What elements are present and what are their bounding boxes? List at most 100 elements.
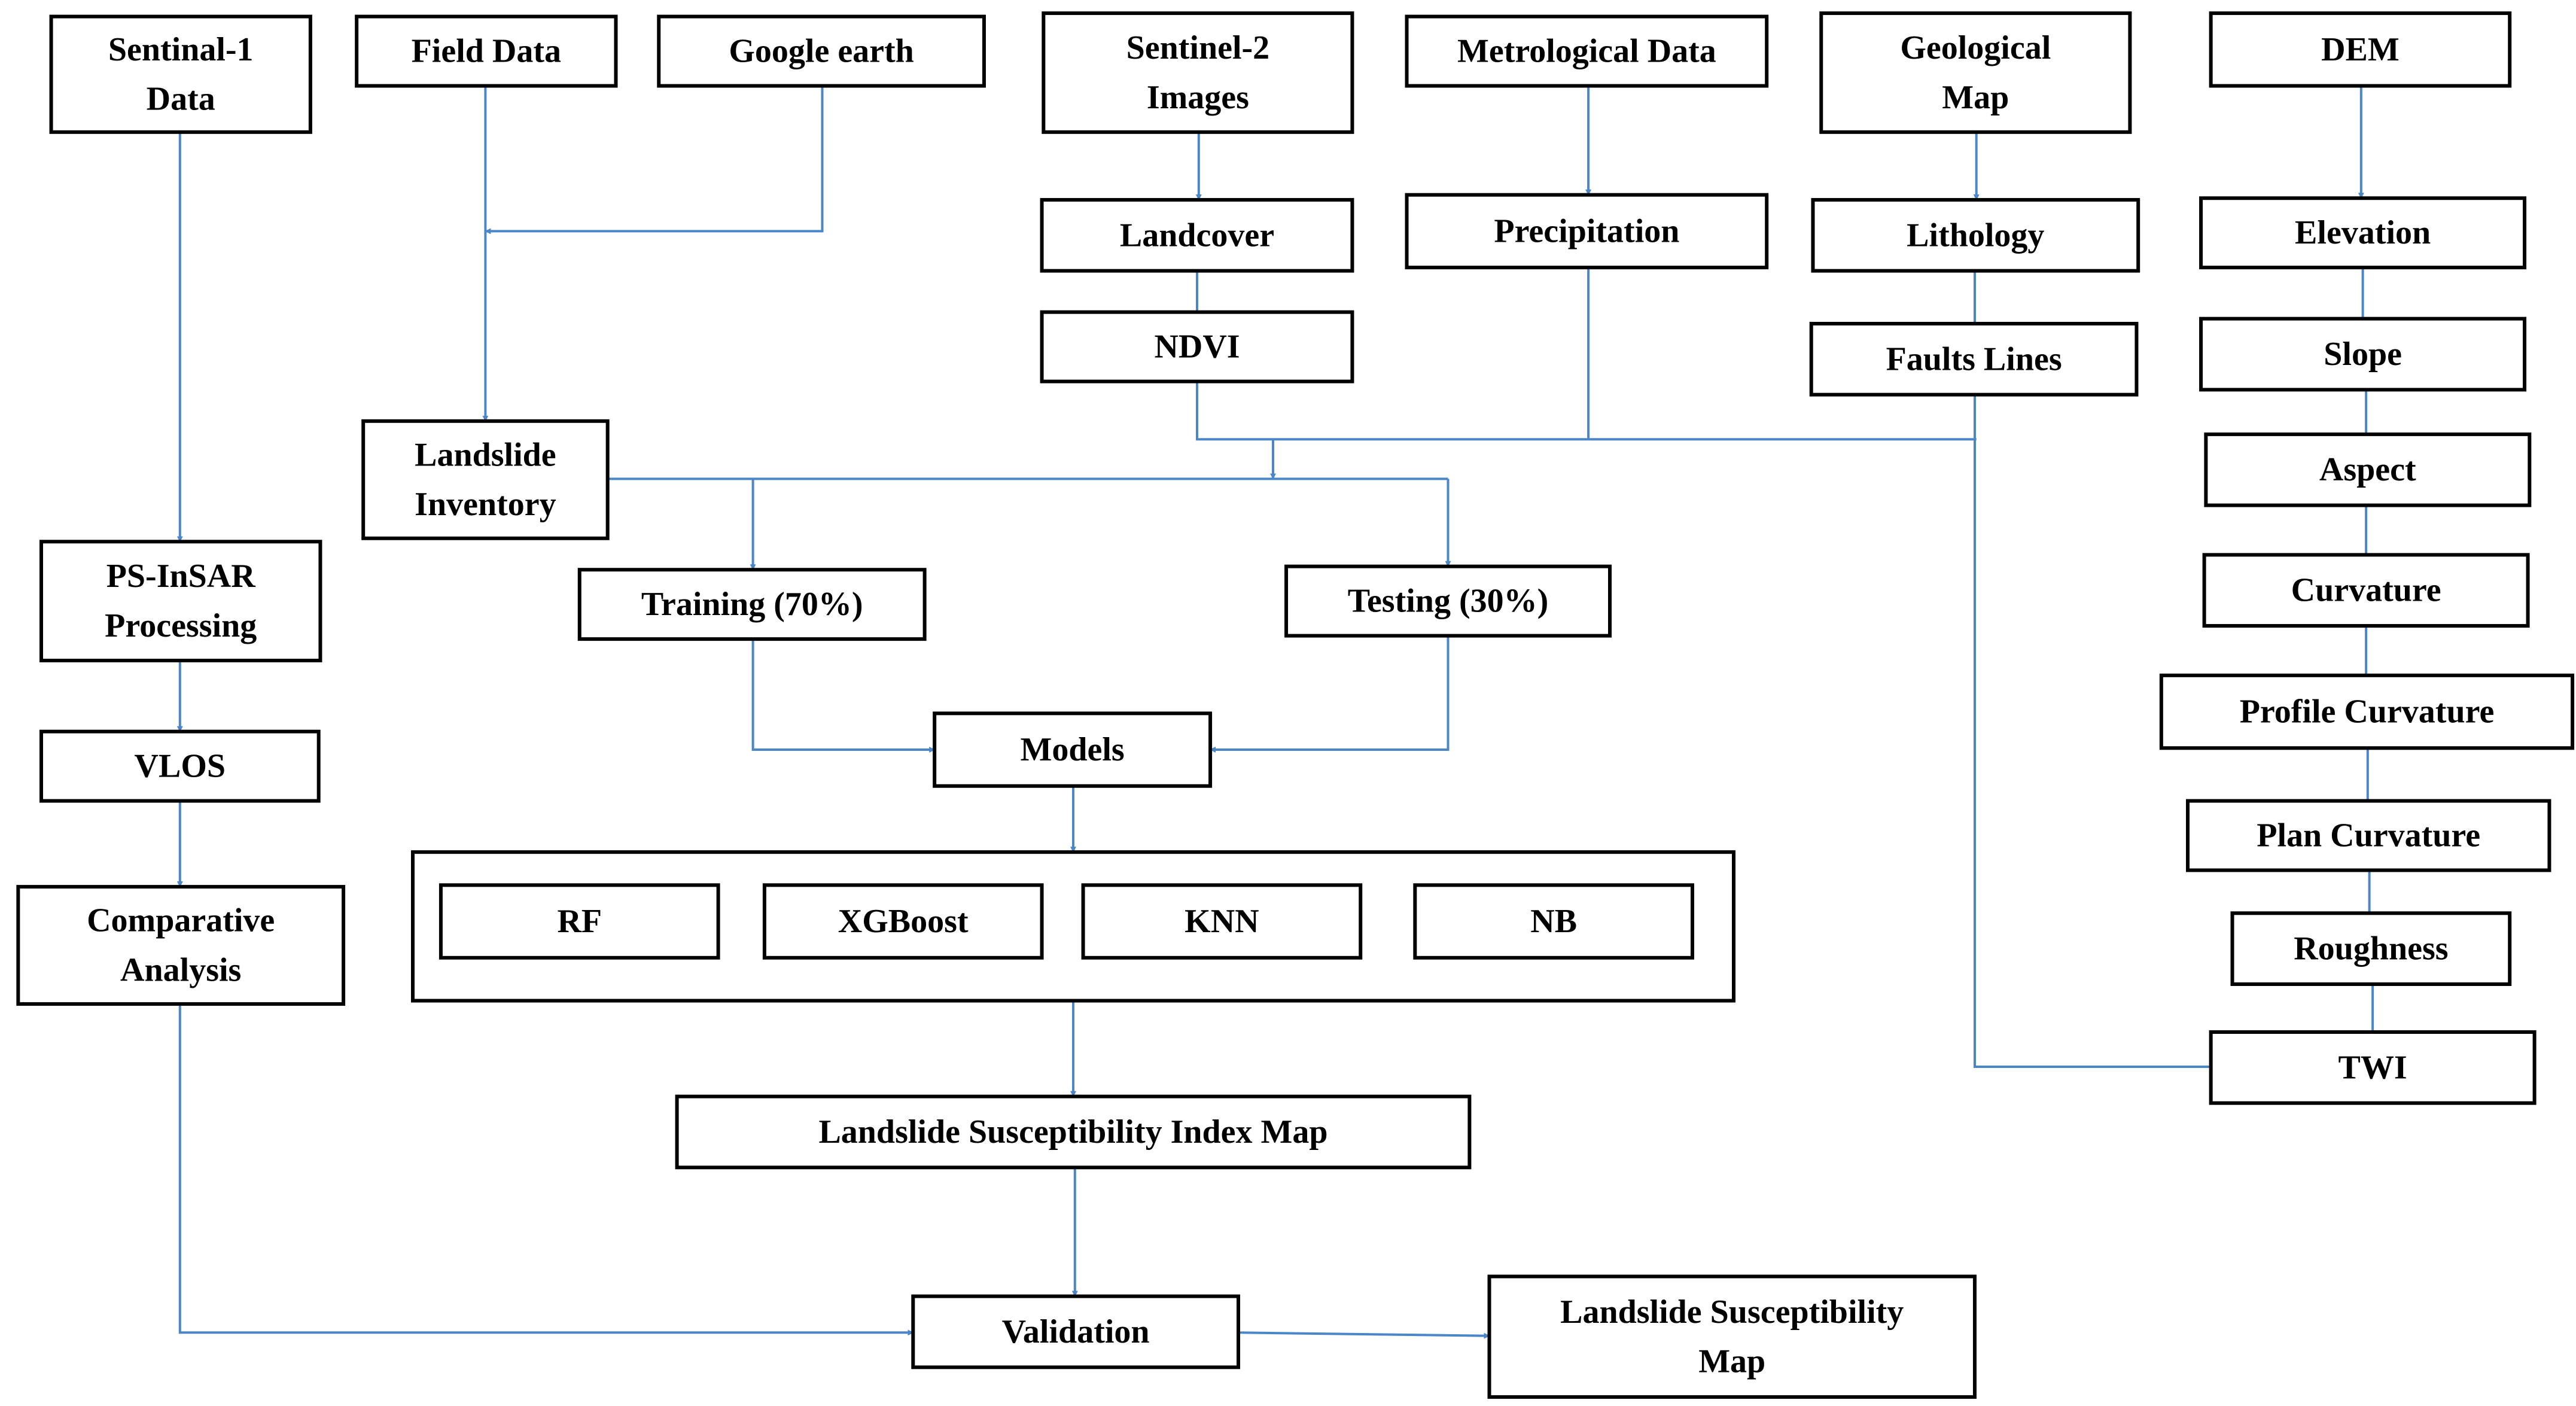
node-geological-frame (1819, 11, 2132, 134)
node-plan-curvature-frame (2186, 799, 2551, 872)
node-landslide-inventory-label: Landslide (415, 436, 556, 473)
node-dem-frame (2209, 11, 2512, 88)
connectors (176, 86, 2374, 1339)
node-ndvi-frame (1040, 310, 1354, 384)
node-nb-frame (1413, 883, 1695, 960)
node-slope-frame (2199, 316, 2527, 392)
node-aspect: Aspect (2204, 432, 2532, 507)
node-dem-label: DEM (2321, 31, 2400, 68)
node-training-frame (577, 568, 927, 641)
node-training: Training (70%) (577, 568, 927, 641)
node-lsi-map-label: Landslide Susceptibility Index Map (818, 1113, 1327, 1151)
node-slope-label: Slope (2324, 336, 2402, 373)
node-faults: Faults Lines (1809, 321, 2139, 397)
node-twi-label: TWI (2339, 1049, 2407, 1086)
node-lsi-map-frame (675, 1094, 1472, 1170)
node-rf-label: RF (557, 903, 602, 940)
node-landslide-inventory-frame (361, 419, 610, 540)
node-validation-frame (911, 1294, 1240, 1370)
node-plan-curvature: Plan Curvature (2186, 799, 2551, 872)
node-lsi-map: Landslide Susceptibility Index Map (675, 1094, 1472, 1170)
node-landcover: Landcover (1040, 197, 1354, 273)
node-knn-frame (1081, 883, 1363, 960)
node-vlos: VLOS (39, 729, 321, 803)
node-elevation-frame (2199, 196, 2527, 270)
node-twi: TWI (2209, 1030, 2537, 1105)
connector-faults-twi-collector (1974, 394, 2211, 1068)
node-comparative-label: Analysis (120, 952, 241, 989)
node-elevation-label: Elevation (2295, 214, 2431, 251)
node-google-earth-frame (657, 14, 986, 88)
node-profile-curvature-label: Profile Curvature (2240, 693, 2495, 731)
node-aspect-frame (2204, 432, 2532, 507)
node-comparative-label: Comparative (87, 902, 275, 939)
node-knn: KNN (1081, 883, 1363, 960)
node-sentinel1-frame (49, 14, 312, 134)
node-psinsar-label: PS-InSAR (106, 558, 256, 595)
node-curvature-label: Curvature (2291, 572, 2441, 609)
node-landcover-frame (1040, 197, 1354, 273)
node-roughness-label: Roughness (2294, 930, 2448, 967)
node-validation: Validation (911, 1294, 1240, 1370)
node-plan-curvature-label: Plan Curvature (2257, 817, 2480, 854)
node-psinsar-frame (39, 540, 322, 663)
node-models-frame (933, 711, 1213, 788)
node-validation-label: Validation (1002, 1313, 1150, 1350)
node-geological-label: Geological (1900, 29, 2051, 66)
node-sentinel2-frame (1042, 11, 1354, 134)
node-metrological-frame (1405, 14, 1769, 88)
node-xgboost-label: XGBoost (838, 903, 969, 940)
connector-ndvi-collector-line (1196, 381, 1977, 441)
node-lithology-frame (1811, 197, 2140, 273)
connector-testing-to-models (1210, 635, 1450, 753)
node-ls-map-frame (1487, 1274, 1977, 1399)
node-rf: RF (439, 883, 720, 960)
node-training-label: Training (70%) (641, 586, 863, 623)
node-ndvi: NDVI (1040, 310, 1354, 384)
node-models: Models (933, 711, 1213, 788)
node-vlos-frame (39, 729, 321, 803)
node-metrological: Metrological Data (1405, 14, 1769, 88)
node-field-data: Field Data (355, 14, 618, 88)
node-google-earth-label: Google earth (729, 33, 914, 70)
node-faults-label: Faults Lines (1886, 340, 2062, 378)
node-field-data-label: Field Data (412, 33, 561, 70)
node-xgboost-frame (762, 883, 1044, 960)
node-slope: Slope (2199, 316, 2527, 392)
node-testing-label: Testing (30%) (1348, 583, 1549, 620)
node-psinsar-label: Processing (105, 607, 257, 644)
node-landcover-label: Landcover (1120, 217, 1274, 254)
node-psinsar: PS-InSAR Processing (39, 540, 322, 663)
node-field-data-frame (355, 14, 618, 88)
node-sentinel2-label: Images (1147, 79, 1249, 116)
connector-validation-to-ls-map (1238, 1331, 1490, 1339)
node-sentinel2-label: Sentinel-2 (1126, 29, 1270, 66)
node-rf-frame (439, 883, 720, 960)
connector-training-to-models (751, 639, 936, 753)
node-sentinel1-label: Sentinal-1 (108, 31, 254, 68)
node-ls-map-label: Landslide Susceptibility (1560, 1294, 1904, 1331)
node-dem: DEM (2209, 11, 2512, 88)
node-profile-curvature-frame (2159, 673, 2575, 750)
node-testing: Testing (30%) (1284, 564, 1612, 638)
node-lithology-label: Lithology (1907, 217, 2044, 254)
connector-google-earth-to-field-line (485, 86, 824, 235)
node-curvature-frame (2202, 553, 2530, 628)
node-nb-label: NB (1530, 903, 1577, 940)
node-ls-map-label: Map (1698, 1343, 1765, 1380)
node-profile-curvature: Profile Curvature (2159, 673, 2575, 750)
node-faults-frame (1809, 321, 2139, 397)
node-roughness: Roughness (2230, 911, 2512, 986)
node-twi-frame (2209, 1030, 2537, 1105)
node-geological-label: Map (1942, 79, 2009, 116)
node-curvature: Curvature (2202, 553, 2530, 628)
node-precipitation: Precipitation (1405, 193, 1769, 270)
node-xgboost: XGBoost (762, 883, 1044, 960)
node-nb: NB (1413, 883, 1695, 960)
